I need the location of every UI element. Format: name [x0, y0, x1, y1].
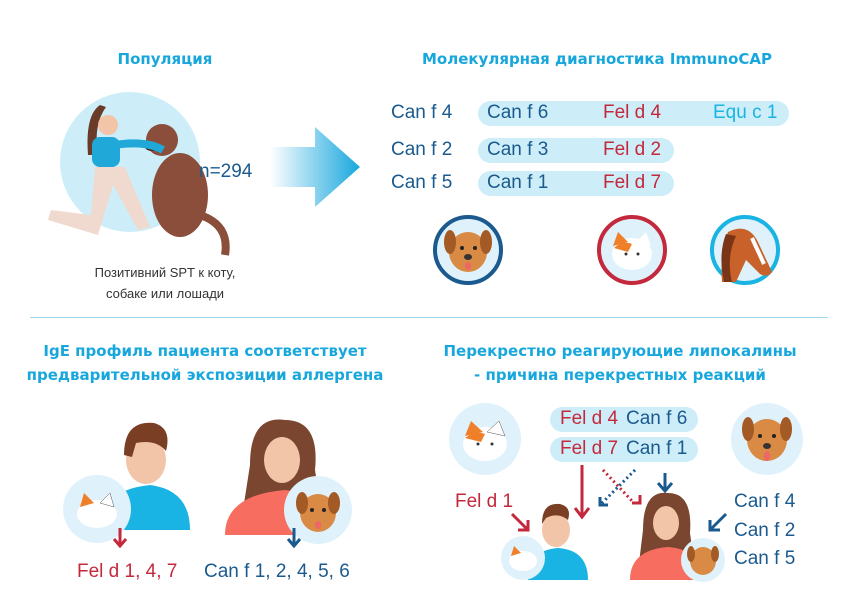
dog-specific-2: Can f 2 — [734, 520, 796, 541]
dog-result: Can f 1, 2, 4, 5, 6 — [204, 561, 350, 582]
allergen-pill-row1 — [478, 101, 789, 126]
arrow-down-red-icon — [112, 528, 128, 549]
dog-circle-icon — [731, 403, 803, 475]
section-divider — [30, 317, 828, 318]
cross-pill-1 — [550, 407, 698, 432]
ige-title-line1: IgE профиль пациента соответствует — [43, 342, 367, 360]
population-caption-line2: собаке или лошади — [105, 286, 225, 301]
cat-icon — [597, 215, 667, 285]
row2-dog: Can f 3 — [487, 139, 549, 160]
cat-circle-icon — [449, 403, 521, 475]
row1-cat: Fel d 4 — [603, 102, 662, 123]
ige-title-line2: предварительной экспозиции аллергена — [26, 366, 384, 384]
pair2-dog: Can f 1 — [626, 438, 688, 459]
cross-title-line2: - причина перекрестных реакций — [474, 366, 766, 384]
population-count: n=294 — [199, 161, 253, 182]
row3-label: Can f 5 — [391, 172, 453, 193]
row2-cat: Fel d 2 — [603, 139, 662, 160]
cat-result: Fel d 1, 4, 7 — [77, 561, 178, 582]
cross-pill-2 — [550, 437, 698, 462]
dog-specific-1: Can f 4 — [734, 491, 796, 512]
pair2-cat: Fel d 7 — [560, 438, 619, 459]
cross-title-line1: Перекрестно реагирующие липокалины — [443, 342, 797, 360]
molecular-title: Молекулярная диагностика ImmunoCAP — [421, 50, 773, 68]
row2-label: Can f 2 — [391, 139, 453, 160]
population-title: Популяция — [117, 50, 213, 68]
dog-specific-3: Can f 5 — [734, 548, 796, 569]
arrow-diag-red-icon — [510, 512, 530, 532]
man-icon — [63, 422, 190, 543]
woman-rash-icon — [630, 492, 725, 582]
horse-icon — [710, 215, 780, 285]
arrow-diag-blue-icon — [708, 512, 728, 532]
pair1-dog: Can f 6 — [626, 408, 688, 429]
row3-dog: Can f 1 — [487, 172, 549, 193]
woman-icon — [225, 419, 352, 544]
arrow-right-icon — [270, 127, 360, 207]
dog-icon — [433, 215, 503, 285]
row1-label: Can f 4 — [391, 102, 453, 123]
row1-horse: Equ c 1 — [713, 102, 778, 123]
population-caption-line1: Позитивний SPT к коту, — [94, 265, 236, 280]
cat-specific: Fel d 1 — [455, 491, 514, 512]
cross-arrows-icon — [573, 465, 674, 520]
arrow-down-blue-icon — [286, 528, 302, 549]
row3-cat: Fel d 7 — [603, 172, 662, 193]
allergen-pill-row3 — [478, 171, 674, 196]
woman-hugging-dog-icon — [48, 105, 230, 256]
pair1-cat: Fel d 4 — [560, 408, 619, 429]
sneezing-man-icon — [501, 503, 588, 580]
row1-dog: Can f 6 — [487, 102, 549, 123]
allergen-pill-row2 — [478, 138, 674, 163]
